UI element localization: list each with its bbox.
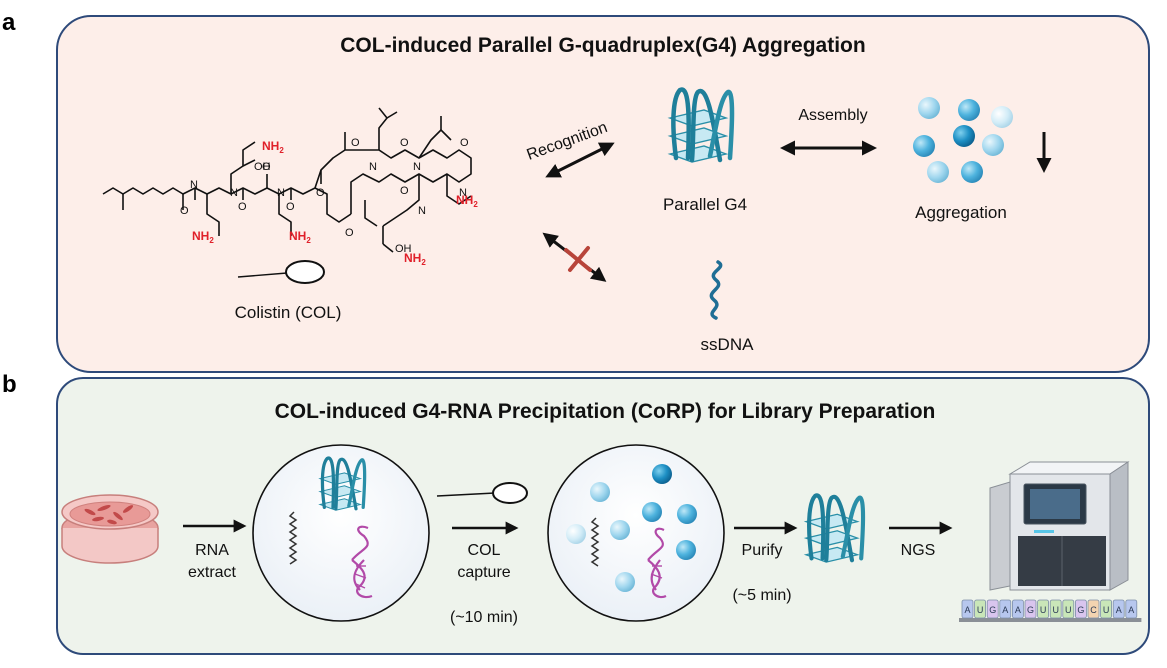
sequence-backbone xyxy=(959,618,1142,622)
nucleotide-letter: A xyxy=(964,605,970,615)
sequencer-icon xyxy=(989,461,1130,591)
nucleotide-block xyxy=(986,599,999,619)
panel-b-letter: b xyxy=(2,371,17,398)
nucleotide-block xyxy=(1125,599,1138,619)
nucleotide-letter: U xyxy=(1040,605,1047,615)
nucleotide-letter: G xyxy=(989,605,996,615)
colistin-labels: O N O O O O O O O O O OH OH N N N N N N xyxy=(180,137,469,255)
nucleotide-block xyxy=(1112,599,1125,619)
svg-text:NH2: NH2 xyxy=(456,193,478,209)
nucleotide-letter: U xyxy=(1052,605,1059,615)
nucleotide-letter: U xyxy=(1065,605,1072,615)
nucleotide-block xyxy=(1012,599,1024,619)
nucleotide-block xyxy=(1087,599,1100,619)
nucleotide-block xyxy=(961,599,974,619)
svg-text:O: O xyxy=(400,185,409,197)
panel-a-letter: a xyxy=(2,9,16,36)
step1-label-line2: extract xyxy=(188,564,237,581)
amine-groups: NH2 NH2 NH2 NH2 NH2 xyxy=(192,139,478,267)
svg-text:N: N xyxy=(190,179,198,191)
colistin-structure xyxy=(102,107,472,253)
aggregated-circle xyxy=(547,444,725,622)
colistin-symbol xyxy=(237,260,325,284)
svg-text:OH: OH xyxy=(395,243,412,255)
nucleotide-block xyxy=(1037,599,1049,619)
parallel-g4-label: Parallel G4 xyxy=(663,195,747,214)
aggregation-label: Aggregation xyxy=(915,203,1007,222)
nucleotide-letter: G xyxy=(1027,605,1034,615)
svg-text:O: O xyxy=(316,187,325,199)
svg-text:O: O xyxy=(351,137,360,149)
svg-text:NH2: NH2 xyxy=(262,139,284,155)
nucleotide-letter: A xyxy=(1002,605,1008,615)
nucleotide-block xyxy=(1062,599,1075,619)
colistin-label: Colistin (COL) xyxy=(235,303,342,322)
svg-text:N: N xyxy=(413,161,421,173)
nucleotide-letter: U xyxy=(1103,605,1110,615)
svg-text:N: N xyxy=(277,187,285,199)
step2-label-line1: COL xyxy=(468,542,501,559)
step4-label: NGS xyxy=(901,542,936,559)
panel-b-title: COL-induced G4-RNA Precipitation (CoRP) … xyxy=(275,400,936,423)
svg-text:O: O xyxy=(180,205,189,217)
panel-a-box xyxy=(56,15,1150,373)
svg-text:O: O xyxy=(400,137,409,149)
ssdna-label: ssDNA xyxy=(701,335,755,354)
ssdna-icon xyxy=(709,260,723,320)
svg-text:N: N xyxy=(230,187,238,199)
cell-dish-icon xyxy=(61,494,159,564)
nucleotide-letter: G xyxy=(1077,605,1084,615)
step1-label-line1: RNA xyxy=(195,542,229,559)
panel-a-title: COL-induced Parallel G-quadruplex(G4) Ag… xyxy=(340,34,865,57)
svg-text:N: N xyxy=(369,161,377,173)
svg-text:O: O xyxy=(286,201,295,213)
nucleotide-block xyxy=(1024,599,1037,619)
col-symbol-step2 xyxy=(436,482,528,504)
nucleotide-block xyxy=(1075,599,1087,619)
aggregation-cluster xyxy=(913,97,1013,183)
nucleotide-letter: C xyxy=(1090,605,1097,615)
step2-time: (~10 min) xyxy=(450,609,518,626)
recognition-arrow xyxy=(545,142,615,178)
nucleotide-letter: A xyxy=(1015,605,1021,615)
nucleotide-block xyxy=(999,599,1012,619)
nucleotide-letter: A xyxy=(1116,605,1122,615)
rna-mixture-circle xyxy=(252,444,430,622)
svg-text:NH2: NH2 xyxy=(404,251,426,267)
nucleotide-block xyxy=(1100,599,1112,619)
svg-text:O: O xyxy=(262,161,271,173)
svg-text:N: N xyxy=(418,205,426,217)
nucleotide-block xyxy=(974,599,986,619)
nucleotide-letter: A xyxy=(1128,605,1134,615)
step3-label-line1: Purify xyxy=(742,542,783,559)
nucleotide-block xyxy=(1049,599,1062,619)
svg-text:OH: OH xyxy=(254,161,271,173)
svg-text:NH2: NH2 xyxy=(192,229,214,245)
svg-text:NH2: NH2 xyxy=(289,229,311,245)
nucleotide-letter: U xyxy=(977,605,984,615)
cross-mark-icon xyxy=(564,246,592,272)
step3-time: (~5 min) xyxy=(732,587,791,604)
step2-label-line2: capture xyxy=(457,564,510,581)
svg-text:N: N xyxy=(459,187,467,199)
svg-text:O: O xyxy=(238,201,247,213)
svg-text:O: O xyxy=(460,137,469,149)
assembly-label: Assembly xyxy=(798,107,867,124)
svg-text:O: O xyxy=(345,227,354,239)
